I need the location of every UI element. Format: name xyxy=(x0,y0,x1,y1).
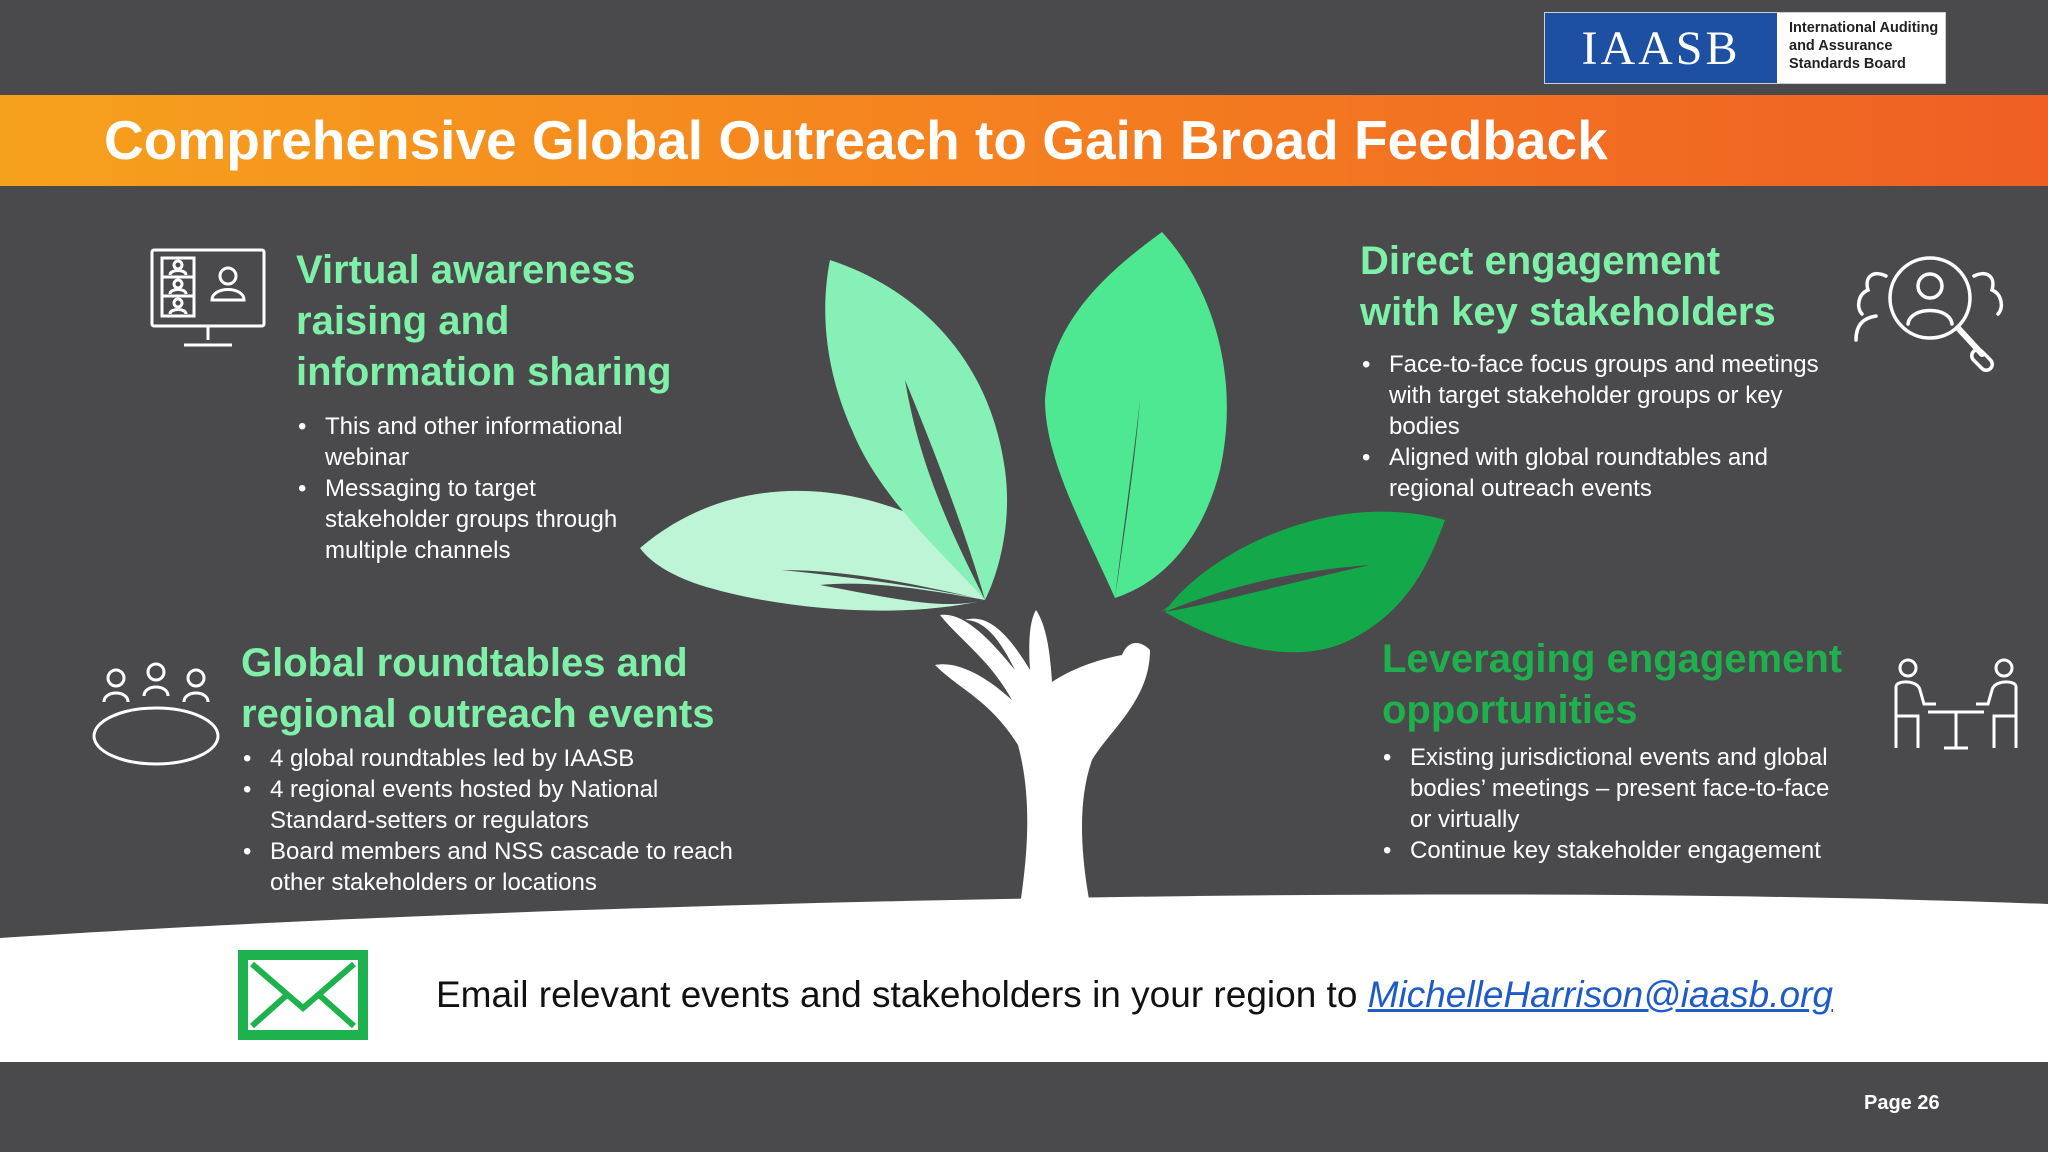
leveraging-bullet-1-line2: bodies’ meetings – present face-to-face xyxy=(1410,775,1830,802)
logo-text: International Auditing and Assurance Sta… xyxy=(1777,13,1945,83)
iaasb-logo: IAASB International Auditing and Assuran… xyxy=(1544,12,1946,84)
leveraging-bullet-2: Continue key stakeholder engagement xyxy=(1381,835,1901,866)
meeting-table-icon xyxy=(1894,658,2018,750)
leaf-right xyxy=(1165,511,1445,653)
video-conference-monitor-icon xyxy=(150,248,266,347)
leveraging-bullet-1-line3: or virtually xyxy=(1410,806,1520,833)
virtual-heading-line2: raising and xyxy=(296,299,510,343)
direct-engagement-heading: Direct engagement with key stakeholders xyxy=(1360,236,1776,338)
direct-heading-line2: with key stakeholders xyxy=(1360,290,1776,334)
roundtables-bullet-2: 4 regional events hosted by National Sta… xyxy=(241,774,801,836)
leaf-right-vein xyxy=(1165,565,1370,612)
virtual-awareness-bullets: This and other informational webinar Mes… xyxy=(296,411,716,566)
direct-bullet-2-line2: regional outreach events xyxy=(1389,475,1652,502)
roundtables-bullet-3-line2: other stakeholders or locations xyxy=(270,869,597,896)
roundtables-bullet-1: 4 global roundtables led by IAASB xyxy=(241,743,801,774)
virtual-bullet-2-line2: stakeholder groups through xyxy=(325,506,618,533)
direct-engagement-bullets: Face-to-face focus groups and meetings w… xyxy=(1360,349,1880,504)
white-ground xyxy=(0,894,2048,1062)
leveraging-engagement-bullets: Existing jurisdictional events and globa… xyxy=(1381,742,1901,866)
email-link[interactable]: MichelleHarrison@iaasb.org xyxy=(1367,974,1833,1015)
tree-trunk xyxy=(935,610,1150,905)
direct-heading-line1: Direct engagement xyxy=(1360,239,1721,283)
global-roundtables-bullets: 4 global roundtables led by IAASB 4 regi… xyxy=(241,743,801,898)
leveraging-bullet-1-line1: Existing jurisdictional events and globa… xyxy=(1410,744,1828,771)
roundtables-heading-line2: regional outreach events xyxy=(241,692,715,736)
roundtables-bullet-1-line1: 4 global roundtables led by IAASB xyxy=(270,745,635,772)
leaf-center-vein xyxy=(1115,400,1140,598)
leveraging-heading-line1: Leveraging engagement xyxy=(1382,637,1843,681)
leveraging-bullet-1: Existing jurisdictional events and globa… xyxy=(1381,742,1901,835)
email-instruction: Email relevant events and stakeholders i… xyxy=(436,972,1833,1018)
logo-mark: IAASB xyxy=(1545,13,1777,83)
direct-bullet-1-line2: with target stakeholder groups or key xyxy=(1389,382,1783,409)
leveraging-bullet-2-line1: Continue key stakeholder engagement xyxy=(1410,837,1821,864)
page-title: Comprehensive Global Outreach to Gain Br… xyxy=(104,109,1608,171)
roundtables-bullet-3: Board members and NSS cascade to reach o… xyxy=(241,836,801,898)
roundtables-bullet-2-line2: Standard-setters or regulators xyxy=(270,807,589,834)
virtual-bullet-1: This and other informational webinar xyxy=(296,411,716,473)
leaf-center xyxy=(1045,232,1227,598)
logo-text-line2: and Assurance xyxy=(1789,38,1893,54)
leaf-upper-left-vein xyxy=(905,380,985,600)
logo-text-line3: Standards Board xyxy=(1789,56,1906,72)
stakeholder-search-icon xyxy=(1854,256,2004,372)
virtual-bullet-2-line3: multiple channels xyxy=(325,537,511,564)
virtual-awareness-heading: Virtual awareness raising and informatio… xyxy=(296,245,672,398)
roundtables-bullet-3-line1: Board members and NSS cascade to reach xyxy=(270,838,733,865)
email-instruction-text: Email relevant events and stakeholders i… xyxy=(436,974,1368,1015)
direct-bullet-1-line3: bodies xyxy=(1389,413,1460,440)
leveraging-engagement-heading: Leveraging engagement opportunities xyxy=(1382,634,1842,736)
title-bar: Comprehensive Global Outreach to Gain Br… xyxy=(0,95,2048,186)
virtual-heading-line1: Virtual awareness xyxy=(296,248,636,292)
logo-text-line1: International Auditing xyxy=(1789,20,1939,36)
roundtables-bullet-2-line1: 4 regional events hosted by National xyxy=(270,776,659,803)
direct-bullet-1-line1: Face-to-face focus groups and meetings xyxy=(1389,351,1819,378)
virtual-bullet-2: Messaging to target stakeholder groups t… xyxy=(296,473,716,566)
virtual-heading-line3: information sharing xyxy=(296,350,672,394)
virtual-bullet-1-line1: This and other informational xyxy=(325,413,623,440)
virtual-bullet-2-line1: Messaging to target xyxy=(325,475,536,502)
roundtable-icon xyxy=(92,662,220,766)
virtual-bullet-1-line2: webinar xyxy=(325,444,410,471)
page-number: Page 26 xyxy=(1864,1092,1940,1114)
direct-bullet-2-line1: Aligned with global roundtables and xyxy=(1389,444,1768,471)
direct-bullet-2: Aligned with global roundtables and regi… xyxy=(1360,442,1880,504)
direct-bullet-1: Face-to-face focus groups and meetings w… xyxy=(1360,349,1880,442)
roundtables-heading-line1: Global roundtables and xyxy=(241,641,688,685)
leveraging-heading-line2: opportunities xyxy=(1382,688,1638,732)
global-roundtables-heading: Global roundtables and regional outreach… xyxy=(241,638,714,740)
leaf-left xyxy=(640,490,985,611)
envelope-icon xyxy=(238,950,368,1040)
